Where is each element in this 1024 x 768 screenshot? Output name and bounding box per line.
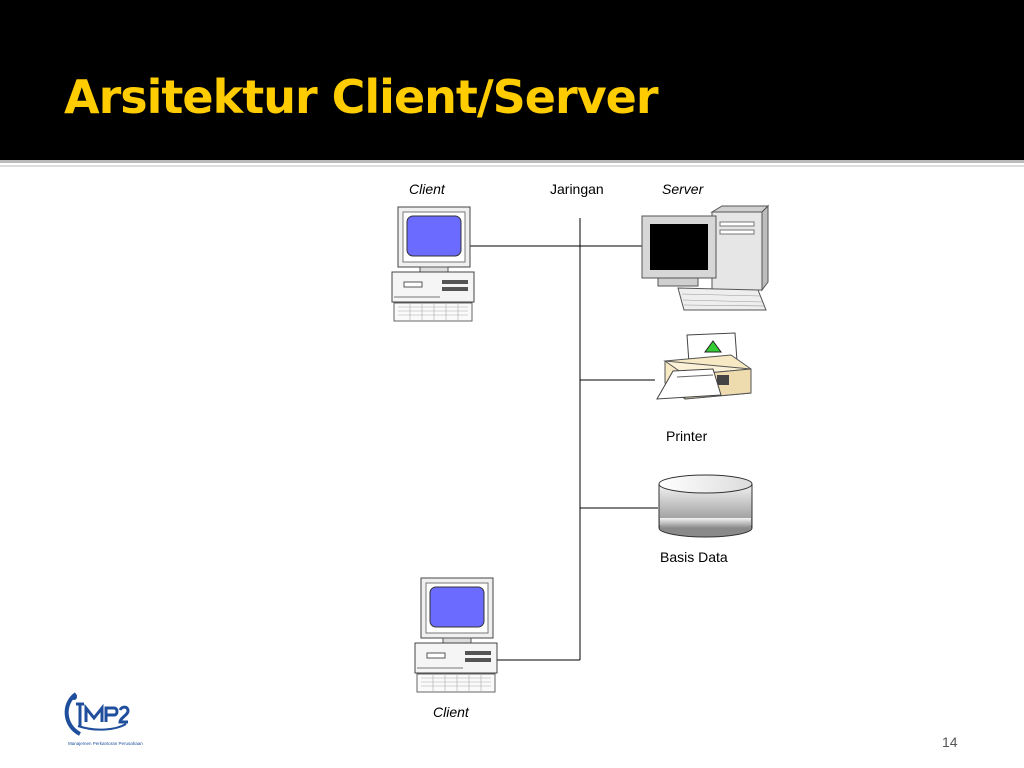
server-computer-icon	[641, 204, 770, 311]
network-lines	[468, 218, 658, 661]
mp2-logo: Manajemen Perkantoran Perusahaan	[64, 692, 143, 746]
client-computer-icon	[414, 577, 498, 693]
database-label: Basis Data	[660, 549, 728, 565]
printer-label: Printer	[666, 428, 708, 444]
printer-icon	[656, 332, 752, 400]
title-divider-secondary	[0, 165, 1024, 167]
database-icon	[658, 474, 753, 538]
client-top-label: Client	[409, 181, 445, 197]
slide-title: Arsitektur Client/Server	[64, 70, 659, 124]
server-label: Server	[662, 181, 704, 197]
title-divider	[0, 160, 1024, 163]
printer-indicator-icon	[704, 340, 722, 353]
network-label: Jaringan	[550, 181, 604, 197]
client-bottom-label: Client	[433, 704, 469, 720]
page-number: 14	[942, 734, 958, 750]
title-bar: Arsitektur Client/Server	[0, 0, 1024, 160]
client-computer-icon	[391, 206, 475, 322]
logo-caption: Manajemen Perkantoran Perusahaan	[68, 741, 143, 746]
